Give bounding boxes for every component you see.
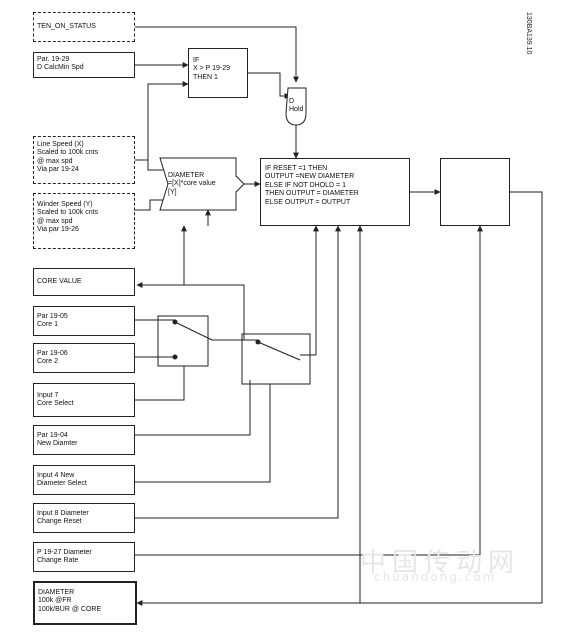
dhold-label: D Hold [289,98,304,114]
switch-2-frame [241,333,311,385]
wire-linespeed-compare [147,81,189,160]
diameter-output-box: DIAMETER 100k @FR 100k/BUR @ CORE [33,581,137,625]
par-19-06-label: Par 19-06 Core 2 [37,350,68,366]
input-7-label: Input 7 Core Select [37,392,74,408]
compare-block: IF X > P 19-29 THEN 1 [188,48,248,98]
line-speed-label: Line Speed (X) Scaled to 100k cnts @ max… [37,141,99,174]
par-19-04-box: Par 19-04 New Diamter [33,425,135,455]
wire-input8 [135,225,341,519]
par-19-04-label: Par 19-04 New Diamter [37,432,78,448]
compare-label: IF X > P 19-29 THEN 1 [193,57,231,81]
wire-core-value [136,282,245,341]
wire-linespeed [135,159,171,173]
wire-p1927 [135,225,483,556]
input-4-label: Input 4 New Diameter Select [37,472,87,488]
p-19-27-label: P 19-27 Diameter Change Rate [37,549,92,565]
winder-speed-box: Winder Speed (Y) Scaled to 100k cnts @ m… [33,193,135,249]
line-speed-box: Line Speed (X) Scaled to 100k cnts @ max… [33,136,135,184]
logic-label: IF RESET =1 THEN OUTPUT =NEW DIAMETER EL… [265,165,359,206]
input-8-label: Input 8 Diameter Change Reset [37,510,89,526]
par-19-05-box: Par 19-05 Core 1 [33,306,135,336]
ramp-block [440,158,510,226]
switch-1-frame [157,315,209,367]
logic-block: IF RESET =1 THEN OUTPUT =NEW DIAMETER EL… [260,158,410,226]
doc-code: 130BA139.10 [525,12,532,55]
par-19-06-box: Par 19-06 Core 2 [33,343,135,373]
p-19-27-box: P 19-27 Diameter Change Rate [33,542,135,572]
input-4-box: Input 4 New Diameter Select [33,465,135,495]
wire-ramp-output [136,191,543,606]
watermark-cn: 中国传动网 [360,548,521,578]
core-value-label: CORE VALUE [37,278,82,285]
watermark-en: chuandong.com [374,570,497,584]
wire-winder [135,197,171,211]
input-7-box: Input 7 Core Select [33,383,135,417]
core-value-box: CORE VALUE [33,268,135,296]
diameter-calc-label: DIAMETER =[X]*core value [Y] [168,172,216,196]
par-19-29-box: Par. 19-29 D CalcMin Spd [33,52,135,78]
diameter-output-label: DIAMETER 100k @FR 100k/BUR @ CORE [38,589,102,613]
ten-on-status-box: TEN_ON_STATUS [33,12,135,42]
diameter-calc-shape [159,157,245,211]
wire-compare-dhold [248,72,291,99]
input-8-box: Input 8 Diameter Change Reset [33,503,135,533]
winder-speed-label: Winder Speed (Y) Scaled to 100k cnts @ m… [37,201,99,234]
dhold-shape [285,87,307,126]
ten-on-status-label: TEN_ON_STATUS [37,23,96,30]
wire-ten-status [135,26,299,83]
par-19-05-label: Par 19-05 Core 1 [37,313,68,329]
par-19-29-label: Par. 19-29 D CalcMin Spd [37,56,84,72]
